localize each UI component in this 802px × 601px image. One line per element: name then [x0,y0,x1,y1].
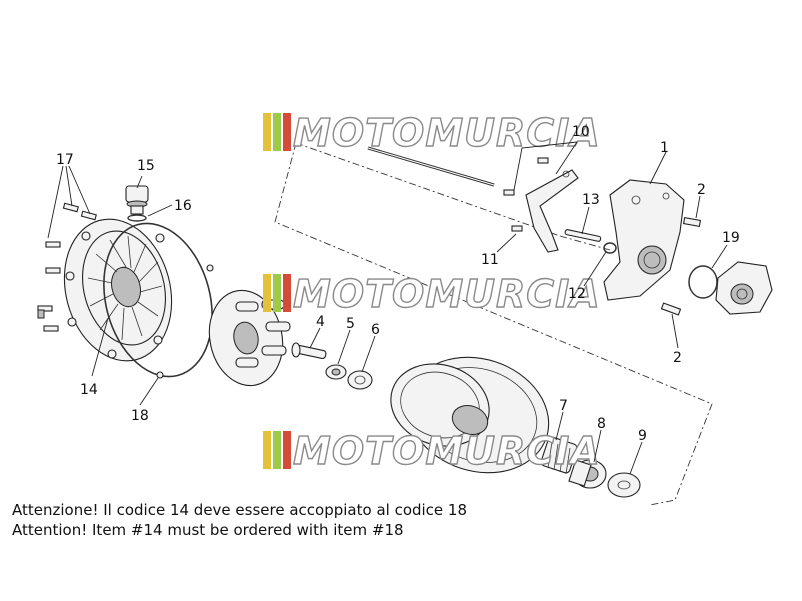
cylinder-oring [688,265,718,299]
housing-screws [660,217,702,316]
push-rod [291,342,327,360]
needle-bushing [540,436,578,475]
bearing [568,459,607,489]
watermark: MOTOMURCIA MOTOMURCIA MOTOMURCIA [263,110,601,474]
slave-cylinder [715,261,773,315]
watermark-text: MOTOMURCIA [293,111,601,155]
guide-pin [564,229,602,242]
callout-10: 10 [572,124,590,140]
cap-oring [127,214,147,222]
callout-2-upper: 2 [697,182,706,198]
callout-5: 5 [346,316,355,332]
cable-bracket [525,169,579,253]
cover-screws [37,202,97,332]
note-english: Attention! Item #14 must be ordered with… [12,521,404,539]
callout-7: 7 [559,398,568,414]
assembly-outline [274,142,713,506]
callout-1: 1 [660,140,669,156]
lock-washer [347,370,373,390]
leader-lines [47,141,728,475]
callout-6: 6 [371,322,380,338]
clutch-cover [63,218,173,362]
clutch-basket [390,356,550,474]
clutch-housing [603,179,685,301]
callout-12: 12 [568,286,586,302]
ordering-notes: Attenzione! Il codice 14 deve essere acc… [12,500,467,540]
callout-17: 17 [56,152,74,168]
callout-13: 13 [582,192,600,208]
callout-2-lower: 2 [673,350,682,366]
clutch-nut [325,364,347,380]
watermark-text: MOTOMURCIA [293,429,601,473]
callout-9: 9 [638,428,647,444]
callout-8: 8 [597,416,606,432]
callout-14: 14 [80,382,98,398]
clutch-rod [367,146,495,187]
watermark-text: MOTOMURCIA [293,272,601,316]
callout-18: 18 [131,408,149,424]
callout-11: 11 [481,252,499,268]
bracket-screws [503,157,549,232]
small-oring [603,242,617,254]
callout-19: 19 [722,230,740,246]
cover-gasket [103,222,214,379]
callout-4: 4 [316,314,325,330]
callout-labels: 17 15 16 14 18 4 5 6 10 1 2 13 11 12 19 … [56,124,740,444]
oil-filler-cap [125,185,149,215]
thrust-washer [607,472,641,498]
note-italian: Attenzione! Il codice 14 deve essere acc… [12,501,468,519]
callout-16: 16 [174,198,192,214]
callout-15: 15 [137,158,155,174]
